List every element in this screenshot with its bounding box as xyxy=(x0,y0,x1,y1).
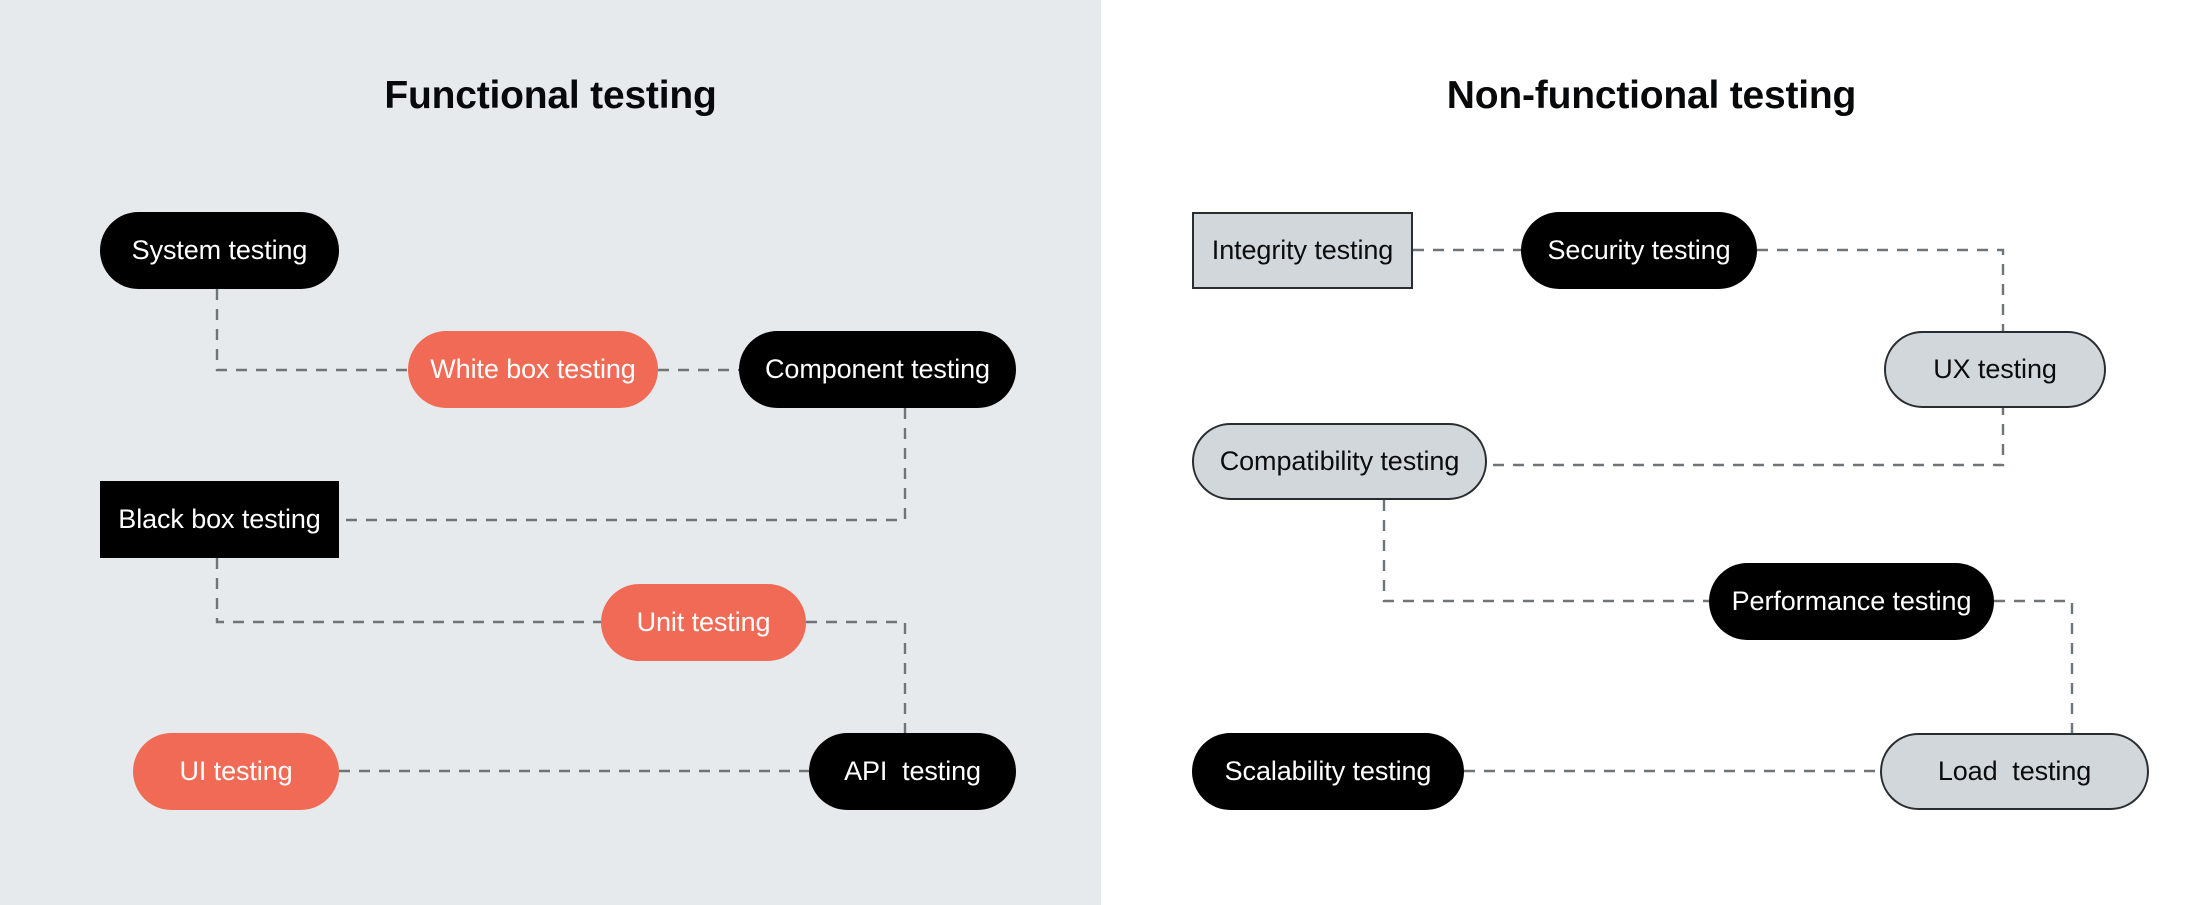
node-label: Security testing xyxy=(1547,235,1731,265)
node-security-testing[interactable]: Security testing xyxy=(1521,212,1757,289)
edge-security-testing-to-compatibility-testing xyxy=(1487,248,2005,467)
node-scalability-testing[interactable]: Scalability testing xyxy=(1192,733,1464,810)
panel-title-non-functional: Non-functional testing xyxy=(1446,74,1857,117)
node-label: UX testing xyxy=(1933,354,2057,384)
edge-black-box-testing-to-unit-testing xyxy=(215,558,601,624)
node-label: API testing xyxy=(844,756,981,786)
node-label: System testing xyxy=(131,235,308,265)
edge-unit-testing-to-api-testing xyxy=(806,620,907,733)
node-label: UI testing xyxy=(179,756,293,786)
panel-title-functional: Functional testing xyxy=(384,74,717,117)
node-label: Unit testing xyxy=(636,607,771,637)
node-integrity-testing[interactable]: Integrity testing xyxy=(1192,212,1413,289)
node-api-testing[interactable]: API testing xyxy=(809,733,1016,810)
node-ux-testing[interactable]: UX testing xyxy=(1884,331,2106,408)
node-label: Compatibility testing xyxy=(1219,446,1460,476)
node-white-box-testing[interactable]: White box testing xyxy=(408,331,658,408)
edge-performance-testing-to-load-testing xyxy=(1994,599,2074,733)
node-system-testing[interactable]: System testing xyxy=(100,212,339,289)
edge-system-testing-to-white-box-testing xyxy=(215,289,408,372)
node-performance-testing[interactable]: Performance testing xyxy=(1709,563,1994,640)
node-label: Performance testing xyxy=(1731,586,1972,616)
node-black-box-testing[interactable]: Black box testing xyxy=(100,481,339,558)
node-label: White box testing xyxy=(430,354,636,384)
node-label: Scalability testing xyxy=(1224,756,1432,786)
edge-compatibility-testing-to-performance-testing xyxy=(1382,500,1709,603)
node-unit-testing[interactable]: Unit testing xyxy=(601,584,806,661)
node-compatibility-testing[interactable]: Compatibility testing xyxy=(1192,423,1487,500)
node-label: Component testing xyxy=(765,354,990,384)
node-label: Integrity testing xyxy=(1211,235,1394,265)
node-label: Black box testing xyxy=(118,504,321,534)
node-component-testing[interactable]: Component testing xyxy=(739,331,1016,408)
node-ui-testing[interactable]: UI testing xyxy=(133,733,339,810)
node-load-testing[interactable]: Load testing xyxy=(1880,733,2149,810)
node-label: Load testing xyxy=(1937,756,2092,786)
edge-component-testing-to-black-box-testing xyxy=(339,408,907,522)
